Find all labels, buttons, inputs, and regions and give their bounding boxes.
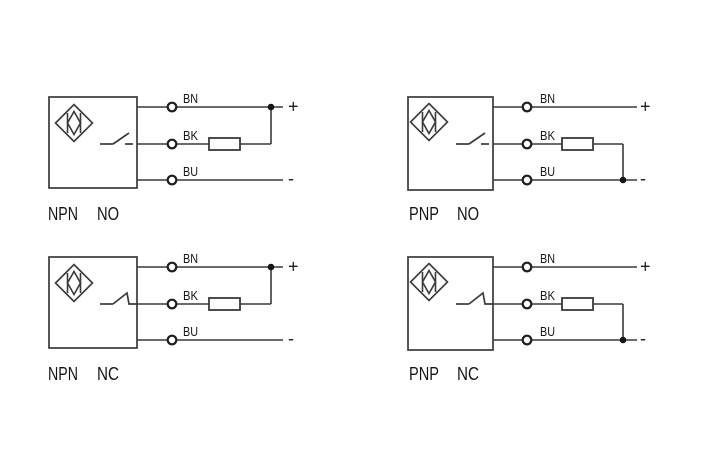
minus-label: - [288,329,294,349]
switch-nc-icon [100,291,137,305]
caption-polarity: PNP [409,204,439,224]
proximity-sensor-icon [409,262,449,302]
bu-label: BU [183,164,198,179]
bu-label: BU [540,324,555,339]
caption-polarity: PNP [409,364,439,384]
sensor-outer-diamond [54,263,94,303]
switch-no-icon [100,132,133,145]
caption-contact: NO [457,204,479,224]
bk-label: BK [183,128,198,143]
caption-contact: NC [97,364,119,384]
junction-dot [619,176,627,184]
proximity-sensor-icon [409,102,449,142]
minus-label: - [288,169,294,189]
bk-terminal [166,298,178,310]
minus-label: - [640,329,646,349]
plus-label: + [640,97,651,117]
proximity-sensor-icon [54,263,94,303]
switch-nc-icon [456,291,493,305]
junction-dot [619,336,627,344]
sensor-inner-diamond [421,108,437,136]
junction-dot [267,103,275,111]
bk-label: BK [183,288,198,303]
bn-terminal [166,101,178,113]
wiring-diagram-pnp-nc: BN BK BU + - PNP NC [407,251,651,384]
bk-label: BK [540,128,555,143]
caption-contact: NO [97,204,119,224]
minus-label: - [640,169,646,189]
sensor-inner-diamond [421,268,437,296]
bk-terminal [521,138,533,150]
sensor-body [48,96,138,189]
bn-terminal [521,101,533,113]
wiring-diagram-pnp-no: BN BK BU + - PNP NO [407,91,651,224]
bk-label: BK [540,288,555,303]
bu-label: BU [183,324,198,339]
junction-dot [267,263,275,271]
caption-polarity: NPN [48,364,78,384]
bn-label: BN [540,251,555,266]
bu-terminal [521,174,533,186]
sensor-outer-diamond [409,102,449,142]
load-resistor [561,297,594,311]
bn-terminal [166,261,178,273]
sensor-body [48,256,138,349]
bn-label: BN [183,91,198,106]
caption-polarity: NPN [48,204,78,224]
sensor-outer-diamond [54,103,94,143]
plus-label: + [640,257,651,277]
caption-contact: NC [457,364,479,384]
bu-terminal [166,334,178,346]
proximity-sensor-icon [54,103,94,143]
wiring-diagram-npn-nc: BN BK BU + - NPN NC [48,251,299,384]
bu-label: BU [540,164,555,179]
bk-terminal [521,298,533,310]
bu-terminal [166,174,178,186]
sensor-outer-diamond [409,262,449,302]
bu-terminal [521,334,533,346]
load-resistor [208,297,241,311]
plus-label: + [288,97,299,117]
bn-label: BN [183,251,198,266]
switch-no-icon [456,132,489,145]
wiring-diagram-npn-no: BN BK BU + - NPN NO [48,91,299,224]
sensor-inner-diamond [66,269,82,297]
bn-terminal [521,261,533,273]
sensor-inner-diamond [66,109,82,137]
plus-label: + [288,257,299,277]
load-resistor [208,137,241,151]
bn-label: BN [540,91,555,106]
bk-terminal [166,138,178,150]
load-resistor [561,137,594,151]
